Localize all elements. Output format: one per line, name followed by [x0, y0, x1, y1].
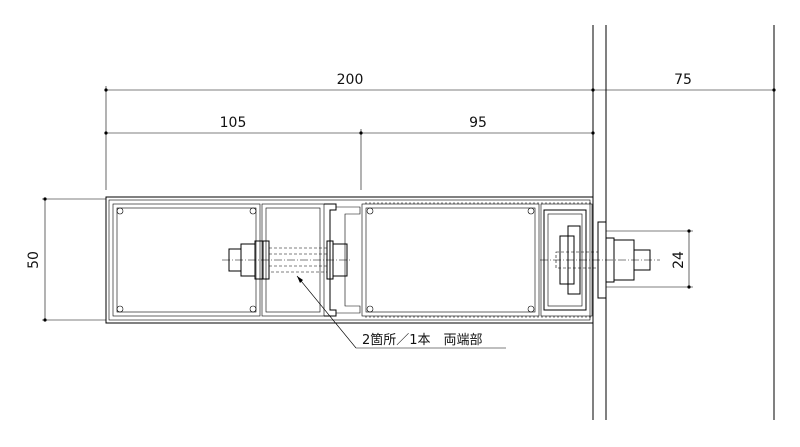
note-label: 2箇所／1本 両端部 [362, 332, 483, 348]
dimension-height: 50 [26, 251, 42, 269]
leader-note: 2箇所／1本 両端部 [296, 275, 506, 349]
dimension-50: 50 [26, 197, 106, 322]
dimension-total-width: 200 [337, 72, 364, 88]
dimension-24: 24 [606, 229, 693, 289]
dimension-105-95: 105 95 [104, 115, 595, 190]
dimension-75: 75 [593, 72, 776, 92]
profile-outline [105, 196, 594, 324]
right-bolt [540, 221, 660, 299]
dimension-200: 200 [104, 72, 595, 190]
dimension-left-part: 105 [220, 115, 247, 131]
left-bolt [222, 240, 350, 280]
dimension-right-offset: 75 [674, 72, 692, 88]
dimension-bolt-spacing: 24 [671, 251, 687, 269]
dimension-right-part: 95 [469, 115, 487, 131]
